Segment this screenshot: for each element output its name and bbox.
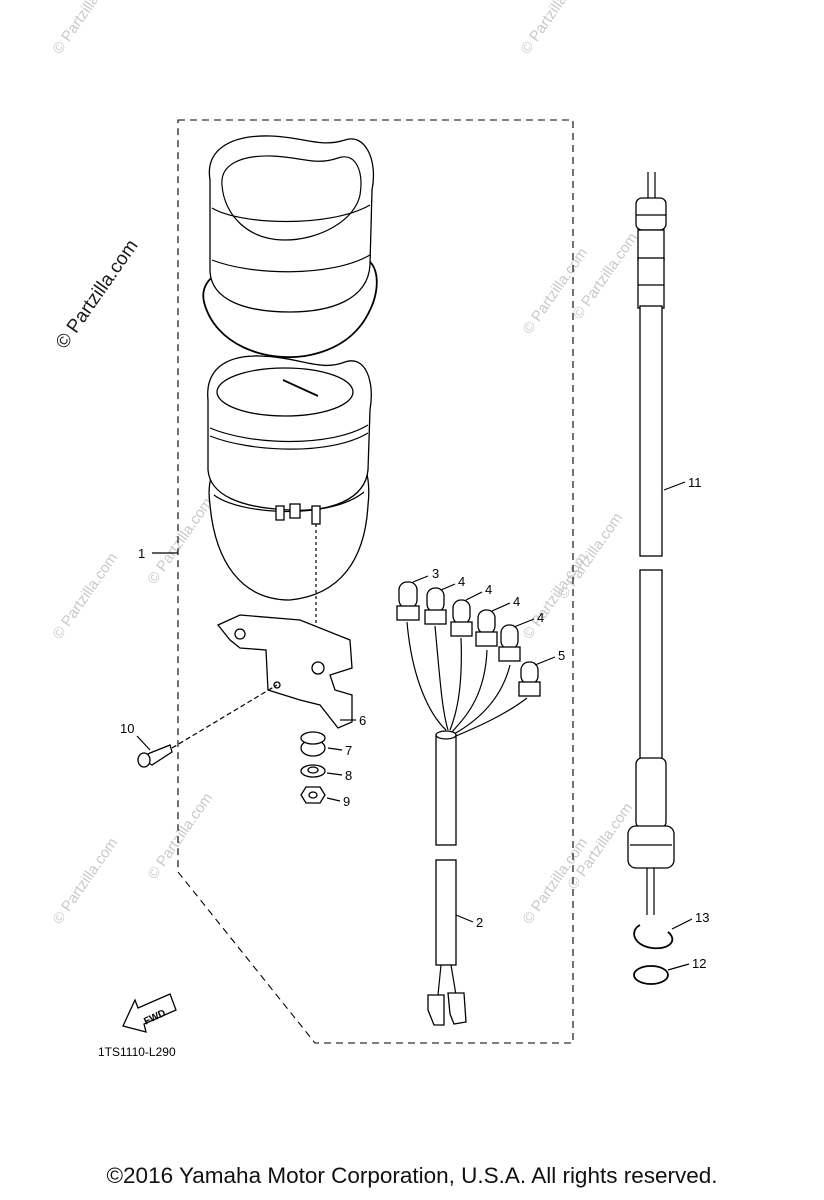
watermark-text: © Partzilla.com xyxy=(49,0,121,57)
callout-10: 10 xyxy=(120,721,134,736)
diagram-code: 1TS1110-L290 xyxy=(98,1045,176,1059)
watermark-text: © Partzilla.com xyxy=(49,550,121,643)
bulb-part-3 xyxy=(396,581,420,621)
bulb-part-5 xyxy=(518,661,541,697)
o-ring-part-12 xyxy=(633,965,669,985)
callout-9: 9 xyxy=(343,794,350,809)
callout-11: 11 xyxy=(688,475,702,490)
bulb-part-4 xyxy=(450,599,473,637)
bolt-part-10 xyxy=(137,684,278,768)
washer-part-8 xyxy=(300,764,326,778)
callout-1: 1 xyxy=(138,546,145,561)
callout-leaders xyxy=(136,481,693,971)
harness-tube-upper xyxy=(435,734,457,846)
callout-4c: 4 xyxy=(513,594,520,609)
callout-8: 8 xyxy=(345,768,352,783)
callout-4d: 4 xyxy=(537,610,544,625)
clip-part-13 xyxy=(633,924,674,950)
callout-7: 7 xyxy=(345,743,352,758)
bulb-harness xyxy=(396,581,541,1026)
copyright-notice: ©2016 Yamaha Motor Corporation, U.S.A. A… xyxy=(106,1163,718,1188)
meter-bracket xyxy=(216,614,353,729)
assembly-boundary xyxy=(177,119,574,1044)
watermark-text: © Partzilla.com xyxy=(554,510,626,603)
callout-12: 12 xyxy=(692,956,706,971)
callout-4a: 4 xyxy=(458,574,465,589)
speedometer-assembly xyxy=(202,135,378,650)
callout-3: 3 xyxy=(432,566,439,581)
grommet-part-7 xyxy=(300,731,326,757)
watermark-text-prominent: © Partzilla.com xyxy=(52,236,143,353)
speedometer-cable xyxy=(627,172,675,915)
callout-6: 6 xyxy=(359,713,366,728)
bulb-part-4 xyxy=(475,609,498,647)
fwd-arrow-icon: FWD xyxy=(122,993,177,1033)
watermark-text: © Partzilla.com xyxy=(144,790,216,883)
bulb-part-4 xyxy=(424,587,447,625)
callout-5: 5 xyxy=(558,648,565,663)
watermark-text: © Partzilla.com xyxy=(144,495,216,588)
watermark-text: © Partzilla.com xyxy=(49,835,121,928)
bulb-part-4 xyxy=(498,624,521,662)
callout-labels: 1 2 3 4 4 4 4 5 6 7 8 9 10 11 12 13 xyxy=(120,475,709,971)
watermark-text: © Partzilla.com xyxy=(519,245,591,338)
nut-part-9 xyxy=(300,786,326,804)
callout-4b: 4 xyxy=(485,582,492,597)
watermark-text: © Partzilla.com xyxy=(517,0,589,57)
watermark-text: © Partzilla.com xyxy=(569,230,641,323)
harness-tube-lower xyxy=(435,859,457,966)
callout-13: 13 xyxy=(695,910,709,925)
callout-2: 2 xyxy=(476,915,483,930)
